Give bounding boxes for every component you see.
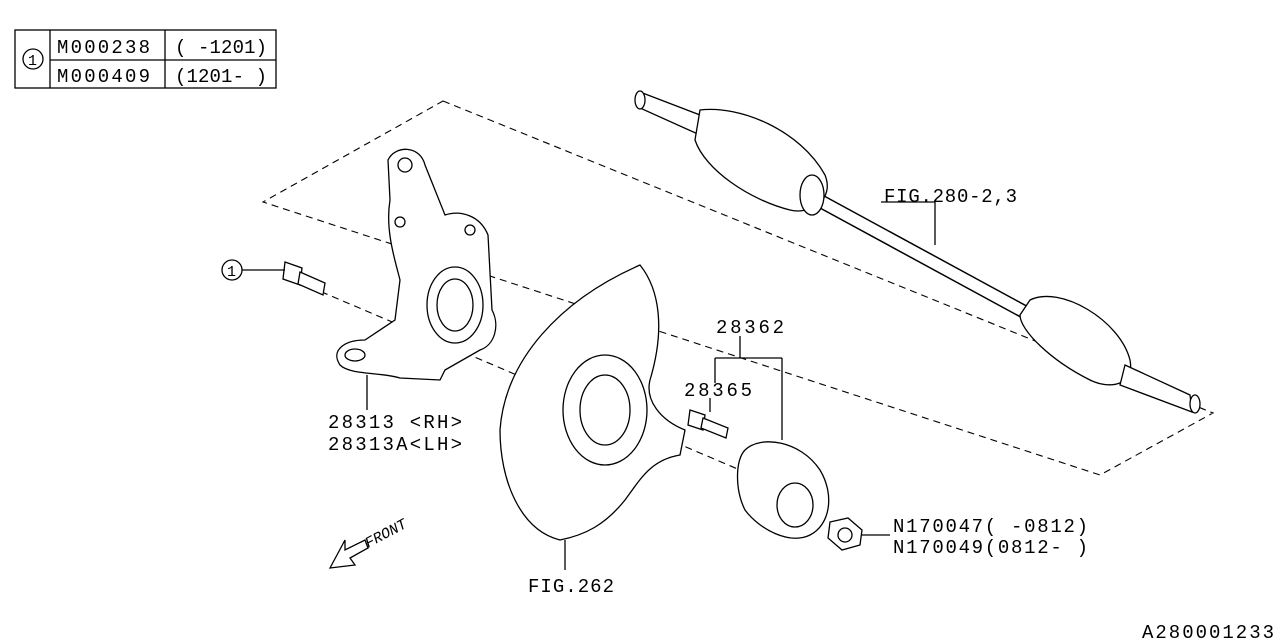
front-arrow-icon — [328, 539, 369, 569]
dust-shield — [499, 264, 686, 541]
legend-range-1: ( -1201) — [175, 37, 267, 59]
callout-knuckle-rh: 28313 <RH> — [328, 412, 462, 434]
front-arrow: FRONT — [328, 516, 411, 569]
callout-axle: FIG.280-2,3 — [884, 186, 1017, 208]
leader-lines — [366, 201, 936, 570]
callout-hub-bolt: 28365 — [684, 380, 752, 402]
knuckle-bolt: 1 — [221, 259, 326, 296]
legend-part-2: M000409 — [57, 66, 150, 88]
legend-part-1: M000238 — [57, 37, 150, 59]
bolt-ref: 1 — [227, 264, 236, 281]
ref-circle-icon — [22, 48, 44, 70]
legend-ref: 1 — [28, 53, 37, 70]
steering-knuckle — [336, 148, 497, 381]
hub-bolt — [687, 409, 729, 439]
legend-range-2: (1201- ) — [175, 66, 267, 88]
front-label: FRONT — [362, 516, 411, 553]
callout-knuckle-lh: 28313A<LH> — [328, 434, 462, 456]
ref-circle-icon — [221, 259, 243, 281]
drive-shaft — [634, 90, 1201, 414]
assembly-outline — [261, 100, 1215, 476]
legend-table: 1 M000238 ( -1201) M000409 (1201- ) — [14, 29, 277, 89]
callout-shield: FIG.262 — [528, 576, 614, 598]
diagram-id: A280001233 — [1142, 622, 1274, 640]
callout-hub-assy: 28362 — [716, 317, 784, 339]
callout-nut-2: N170049(0812- ) — [893, 537, 1088, 559]
hub-assembly — [736, 441, 830, 539]
callout-nut-1: N170047( -0812) — [893, 516, 1088, 538]
hub-nut — [827, 517, 863, 551]
